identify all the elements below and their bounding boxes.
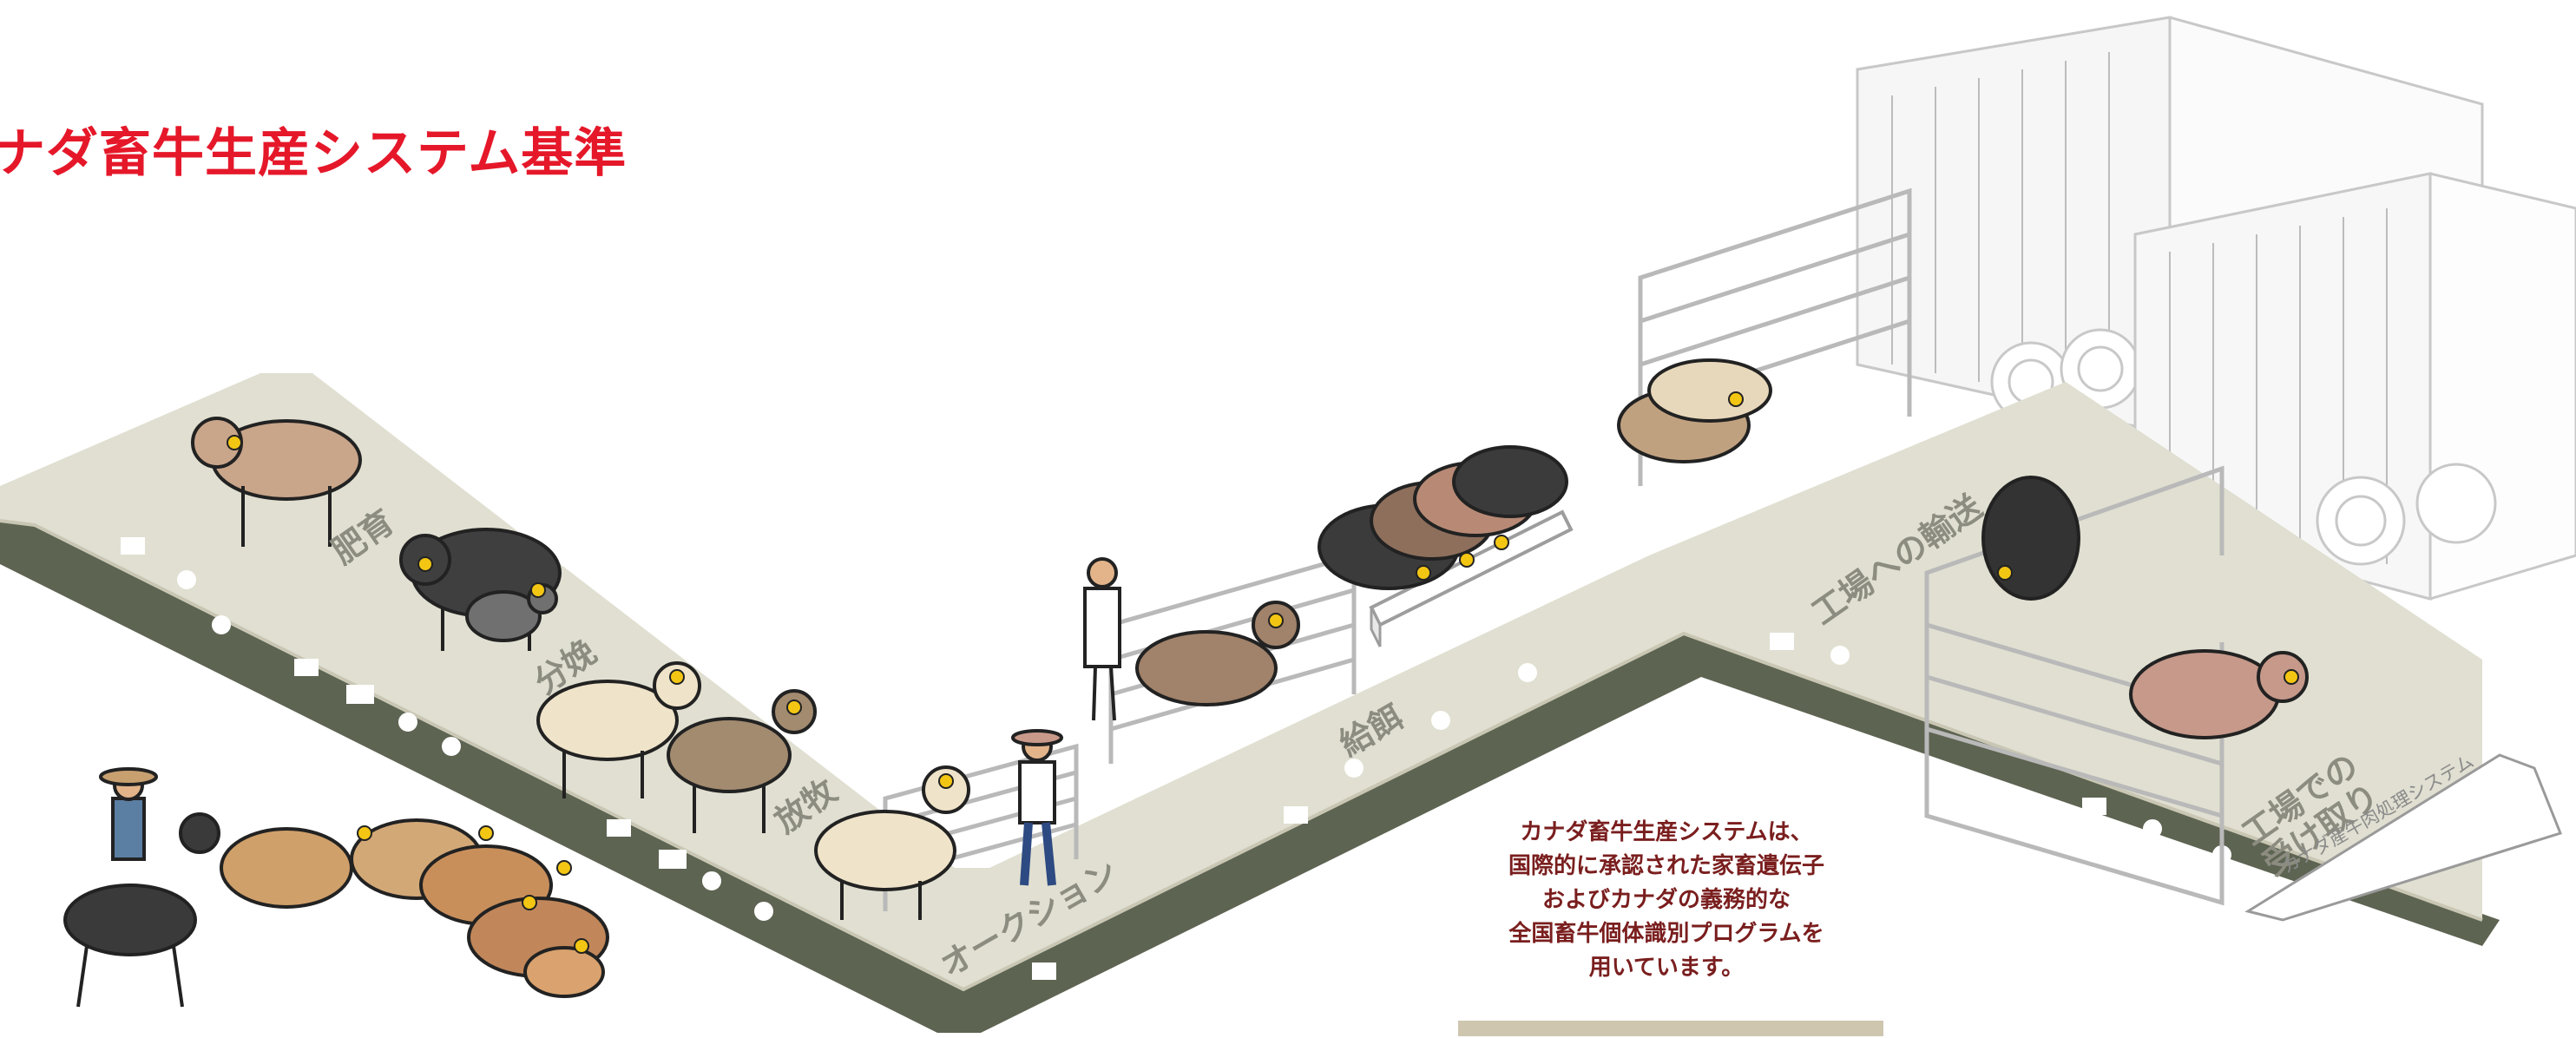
tag-icon bbox=[294, 659, 319, 676]
cow-unloading bbox=[1981, 476, 2080, 601]
cattle bbox=[191, 358, 2309, 998]
cow-head-icon bbox=[1518, 663, 1537, 682]
auctioneer bbox=[1011, 729, 1063, 886]
database-icon bbox=[659, 850, 687, 869]
caption-line: およびカナダの義務的な bbox=[1541, 887, 1791, 913]
caption: カナダ畜牛生産システムは、 国際的に承認された家畜遺伝子 およびカナダの義務的な… bbox=[1423, 816, 1909, 985]
cow-receiving bbox=[2129, 649, 2309, 739]
tag-icon bbox=[121, 537, 145, 555]
caption-line: カナダ畜牛生産システムは、 bbox=[1520, 819, 1813, 845]
trace-icons bbox=[121, 537, 2231, 980]
calf-calving bbox=[465, 583, 558, 642]
stethoscope-icon bbox=[398, 713, 417, 732]
stethoscope-icon bbox=[702, 871, 721, 890]
tag-icon bbox=[607, 819, 631, 837]
cow-head-icon bbox=[442, 737, 461, 756]
inspector bbox=[1083, 557, 1121, 721]
cow-grazing-1 bbox=[536, 661, 701, 798]
transport-truck-back bbox=[1856, 16, 2484, 436]
tag-icon bbox=[1770, 633, 1794, 650]
processing-system-arrow bbox=[2244, 753, 2562, 922]
tag-icon bbox=[2082, 798, 2106, 815]
ear-tags bbox=[227, 391, 2299, 954]
cow-head-icon bbox=[177, 570, 196, 589]
path-edge bbox=[0, 521, 2500, 1033]
tag-icon bbox=[1284, 806, 1308, 824]
wheat-icon bbox=[1431, 711, 1450, 730]
caption-line: 国際的に承認された家畜遺伝子 bbox=[1508, 853, 1824, 879]
page-title: ナダ畜牛生産システム基準 bbox=[0, 123, 628, 184]
cows-transport bbox=[1617, 358, 1772, 463]
rancher-on-horse bbox=[63, 767, 220, 1008]
cow-auction bbox=[814, 765, 970, 920]
cow-head-icon bbox=[212, 615, 231, 634]
tag-icon bbox=[1032, 962, 1056, 980]
path-rim bbox=[0, 519, 2483, 992]
cattle-herd bbox=[220, 818, 609, 998]
path-top bbox=[0, 373, 2482, 989]
caption-underline bbox=[1458, 1021, 1883, 1036]
stethoscope-icon bbox=[2143, 819, 2162, 838]
stethoscope-icon bbox=[1344, 759, 1364, 778]
caption-line: 全国畜牛個体識別プログラムを bbox=[1508, 921, 1824, 947]
cow-fattening bbox=[191, 417, 362, 547]
cow-head-icon bbox=[1830, 646, 1850, 665]
cows-feeding bbox=[1318, 445, 1568, 590]
loading-fence bbox=[1638, 187, 2224, 906]
caption-line: 用いています。 bbox=[1588, 955, 1745, 981]
cow-head-icon bbox=[754, 902, 773, 921]
database-icon bbox=[346, 685, 374, 704]
